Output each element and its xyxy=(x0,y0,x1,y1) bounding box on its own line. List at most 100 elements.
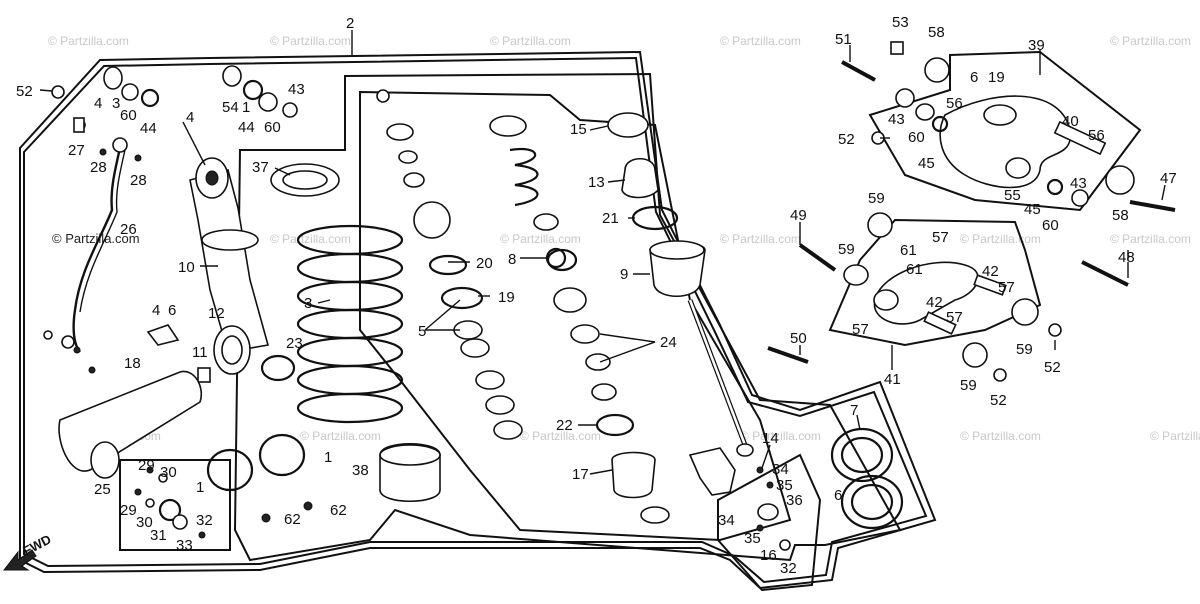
callout-4: 4 xyxy=(186,109,194,126)
plate-46 xyxy=(146,324,180,346)
reservoir-hose xyxy=(72,147,122,353)
collar-33 xyxy=(172,514,188,530)
callout-3: 3 xyxy=(112,95,120,112)
pin-42 xyxy=(923,311,957,335)
border-link-group-39 xyxy=(868,50,1142,212)
callout-15: 15 xyxy=(570,121,587,138)
damper-rod-highlight xyxy=(688,299,747,446)
callout-35: 35 xyxy=(744,530,761,547)
callout-30: 30 xyxy=(160,464,177,481)
ring-23 xyxy=(260,354,296,382)
leader-lines xyxy=(39,30,1166,475)
callout-43: 43 xyxy=(1070,175,1087,192)
callout-45: 45 xyxy=(918,155,935,172)
bump-rubber-13 xyxy=(621,157,659,199)
cap-52 xyxy=(51,85,65,99)
callout-56: 56 xyxy=(946,95,963,112)
pin-42 xyxy=(973,274,1007,296)
bolt-49 xyxy=(798,243,837,272)
seal-ring-6 xyxy=(840,474,904,530)
nut-36 xyxy=(757,503,779,521)
callout-40: 40 xyxy=(1062,113,1079,130)
callout-47: 47 xyxy=(1160,170,1177,187)
coil-spring-3 xyxy=(296,224,404,424)
callout-1: 1 xyxy=(196,479,204,496)
callout-53: 53 xyxy=(892,14,909,31)
callout-58: 58 xyxy=(1112,207,1129,224)
callout-52: 52 xyxy=(990,392,1007,409)
callout-61: 61 xyxy=(900,242,917,259)
screw-62 xyxy=(303,501,313,511)
callout-10: 10 xyxy=(178,259,195,276)
collar-30 xyxy=(158,473,168,483)
border-assembly-2-inner xyxy=(23,56,928,584)
callout-60: 60 xyxy=(1042,217,1059,234)
callout-22: 22 xyxy=(556,417,573,434)
cap-53 xyxy=(890,41,904,55)
callout-57: 57 xyxy=(998,279,1015,296)
watermark: © Partzilla.com xyxy=(490,34,571,48)
watermark: © Partzilla.com xyxy=(960,232,1041,246)
callout-39: 39 xyxy=(1028,37,1045,54)
washer-28-lower xyxy=(73,346,81,354)
callout-58: 58 xyxy=(928,24,945,41)
shock-body-collar xyxy=(201,229,259,251)
callout-6: 6 xyxy=(970,69,978,86)
banjo-bolt-27-lower xyxy=(43,330,53,340)
oring-60 xyxy=(931,115,949,133)
reservoir-cap-25 xyxy=(90,441,120,479)
callout-4: 4 xyxy=(94,95,102,112)
bolt-29 xyxy=(146,466,154,474)
callout-38: 38 xyxy=(352,462,369,479)
collar-43 xyxy=(1071,189,1089,207)
watermark: © Partzilla.com xyxy=(1110,34,1191,48)
callout-12: 12 xyxy=(208,305,225,322)
banjo-fitting xyxy=(112,137,128,153)
watermark: © Partzilla.com xyxy=(960,429,1041,443)
parts-layer xyxy=(43,41,1176,551)
callout-7: 7 xyxy=(850,402,858,419)
oring-60 xyxy=(140,88,160,108)
callout-52: 52 xyxy=(1044,359,1061,376)
callout-57: 57 xyxy=(946,309,963,326)
clevis-eye xyxy=(688,447,736,496)
callout-20: 20 xyxy=(476,255,493,272)
watermark: © Partzilla.com xyxy=(500,232,581,246)
callout-14: 14 xyxy=(762,430,779,447)
callout-9: 9 xyxy=(620,266,628,283)
callout-36: 36 xyxy=(786,492,803,509)
spring-seat-12-inner xyxy=(221,335,243,365)
callout-59: 59 xyxy=(838,241,855,258)
callout-57: 57 xyxy=(932,229,949,246)
callout-11: 11 xyxy=(192,344,208,361)
link-bore xyxy=(1005,157,1031,179)
cap-52 xyxy=(1048,323,1062,337)
callout-27: 27 xyxy=(68,142,85,159)
collar-43 xyxy=(282,102,298,118)
pin-40 xyxy=(1053,120,1107,156)
callout-33: 33 xyxy=(176,537,193,554)
callout-35: 35 xyxy=(776,477,793,494)
watermark: © Partzilla.com xyxy=(270,34,351,48)
oring-31 xyxy=(158,498,182,522)
hose-clamp-1 xyxy=(258,433,306,477)
oring-60 xyxy=(1046,178,1064,196)
bolt-48 xyxy=(1081,260,1129,287)
callout-29: 29 xyxy=(120,502,137,519)
callout-5: 5 xyxy=(418,323,426,340)
reservoir-hose-inner xyxy=(79,149,126,313)
callout-18: 18 xyxy=(124,355,141,372)
callout-16: 16 xyxy=(760,547,777,564)
border-bottom-nut-group xyxy=(717,453,822,592)
collar-43 xyxy=(915,103,935,121)
oring-1 xyxy=(242,79,264,101)
washer-59 xyxy=(1011,298,1039,326)
border-damper-group xyxy=(359,90,792,542)
bushing-54 xyxy=(222,65,242,87)
callout-8: 8 xyxy=(508,251,516,268)
bolt-16 xyxy=(779,539,791,551)
bushing-4 xyxy=(103,66,123,90)
callout-44: 44 xyxy=(238,119,255,136)
shock-body xyxy=(189,169,270,353)
fwd-arrow-icon xyxy=(2,549,37,571)
